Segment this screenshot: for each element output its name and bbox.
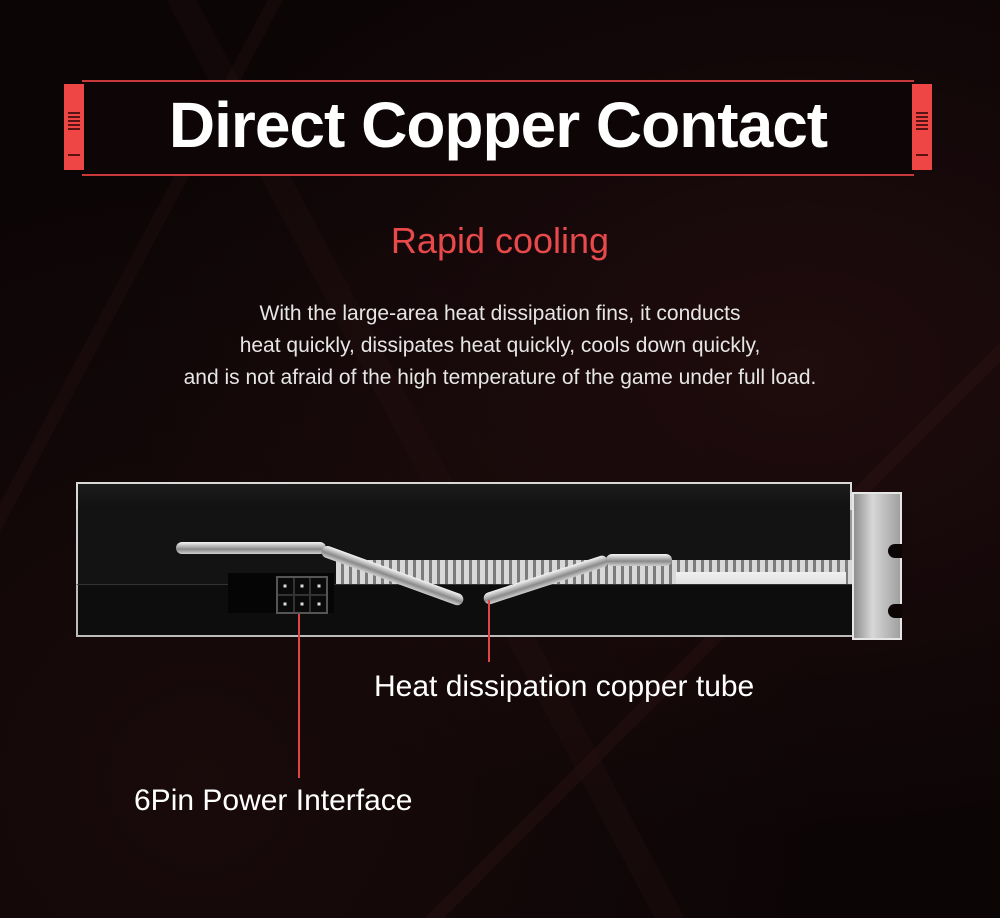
banner-frame <box>82 80 914 176</box>
description: With the large-area heat dissipation fin… <box>0 298 1000 394</box>
power-interface-callout-label: 6Pin Power Interface <box>134 784 413 817</box>
graphics-card-image <box>76 476 906 642</box>
copper-tube-callout-label: Heat dissipation copper tube <box>374 670 755 703</box>
six-pin-connector-icon <box>276 576 328 614</box>
banner-left-cap-icon <box>64 84 84 170</box>
page-title: Direct Copper Contact <box>168 89 828 161</box>
banner-right-cap-icon <box>912 84 932 170</box>
description-line: heat quickly, dissipates heat quickly, c… <box>239 334 761 357</box>
copper-heat-pipe-left <box>176 542 326 554</box>
io-bracket <box>852 492 902 640</box>
copper-heat-pipe-right <box>606 554 672 566</box>
card-shroud-bottom <box>76 584 860 637</box>
title-banner: Direct Copper Contact <box>58 80 938 176</box>
description-line: With the large-area heat dissipation fin… <box>259 302 741 325</box>
power-interface-callout-line <box>298 614 300 778</box>
description-line: and is not afraid of the high temperatur… <box>183 366 817 389</box>
subtitle: Rapid cooling <box>390 220 610 261</box>
card-shroud-top <box>76 482 852 511</box>
copper-tube-callout-line <box>488 600 490 662</box>
